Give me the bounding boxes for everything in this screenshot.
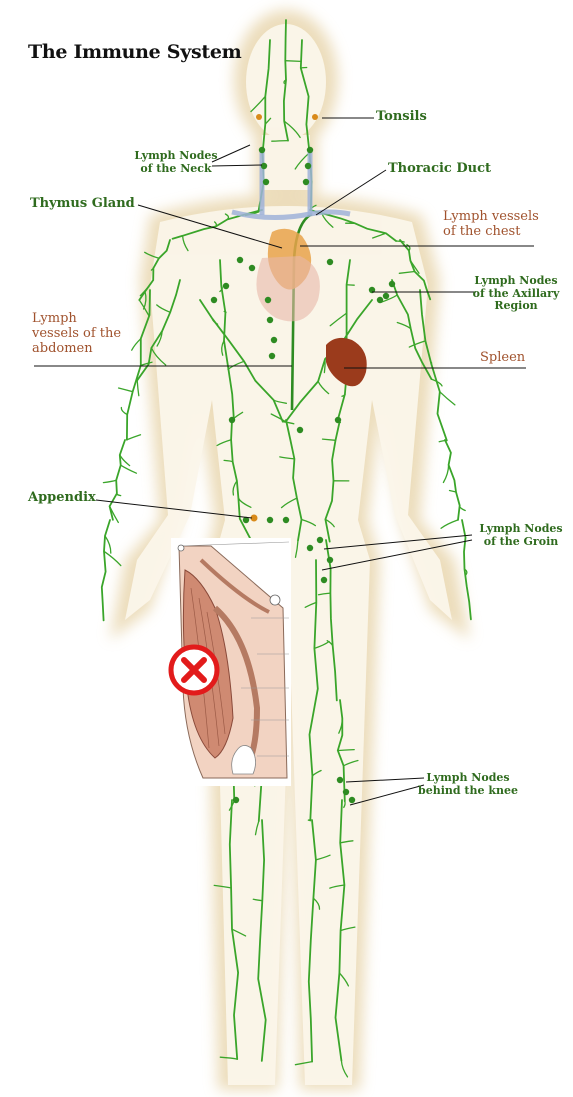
vessel-branch xyxy=(105,536,111,553)
lymph-node xyxy=(267,517,273,523)
label-lymph-vessels-chest: Lymph vessels of the chest xyxy=(443,210,539,240)
vessel-branch xyxy=(103,480,116,482)
vessel-branch xyxy=(137,380,139,395)
lymph-node xyxy=(269,353,275,359)
lymph-node xyxy=(237,257,243,263)
lymph-node xyxy=(271,337,277,343)
lymph-node xyxy=(283,517,289,523)
vessel-branch xyxy=(121,408,127,415)
vessel-branch xyxy=(272,141,288,142)
label-lymph-nodes-axillary: Lymph Nodes of the Axillary Region xyxy=(470,275,562,313)
label-lymph-nodes-neck: Lymph Nodes of the Neck xyxy=(128,150,224,175)
lymph-node xyxy=(261,163,267,169)
lymph-node xyxy=(297,427,303,433)
lymph-node xyxy=(327,259,333,265)
label-lymph-nodes-knee: Lymph Nodes behind the knee xyxy=(412,772,524,797)
lymph-node xyxy=(265,297,271,303)
lymph-node xyxy=(335,417,341,423)
lymph-node xyxy=(343,789,349,795)
lymph-node xyxy=(327,557,333,563)
lymph-node xyxy=(249,265,255,271)
lymph-node xyxy=(389,281,395,287)
vessel-trunk xyxy=(445,440,460,520)
label-spleen: Spleen xyxy=(480,351,525,366)
lymph-node xyxy=(305,163,311,169)
vessel-branch xyxy=(440,392,455,405)
lymph-node xyxy=(307,545,313,551)
diagram-title: The Immune System xyxy=(28,42,241,64)
lymph-node xyxy=(377,297,383,303)
vessel-branch xyxy=(285,61,301,62)
vessel-branch xyxy=(121,465,137,473)
lymph-node xyxy=(317,537,323,543)
broken-image-icon xyxy=(165,641,223,699)
lymph-node xyxy=(337,777,343,783)
lymph-node xyxy=(259,147,265,153)
lymph-node xyxy=(307,147,313,153)
lymph-node xyxy=(267,317,273,323)
vessel-branch xyxy=(132,339,141,351)
vessel-branch xyxy=(104,551,121,565)
vessel-trunk xyxy=(110,440,125,520)
vessel-branch xyxy=(127,435,141,440)
label-thoracic-duct: Thoracic Duct xyxy=(388,162,491,177)
vessel-branch xyxy=(441,520,458,528)
label-lymph-vessels-abdomen: Lymph vessels of the abdomen xyxy=(32,312,121,357)
label-thymus-gland: Thymus Gland xyxy=(30,197,135,212)
vessel-branch xyxy=(119,388,133,392)
vessel-trunk xyxy=(102,520,110,620)
lymph-node xyxy=(263,179,269,185)
lymph-node xyxy=(321,577,327,583)
label-tonsils: Tonsils xyxy=(376,110,427,125)
lymph-node xyxy=(229,417,235,423)
vessel-branch xyxy=(347,285,355,286)
label-lymph-nodes-groin: Lymph Nodes of the Groin xyxy=(474,523,568,548)
lymph-node xyxy=(223,283,229,289)
lymph-node xyxy=(211,297,217,303)
lymph-node xyxy=(383,293,389,299)
label-appendix: Appendix xyxy=(28,491,96,506)
vessel-branch xyxy=(443,465,448,483)
lymph-node xyxy=(349,797,355,803)
lymph-node xyxy=(303,179,309,185)
lymph-node xyxy=(233,797,239,803)
